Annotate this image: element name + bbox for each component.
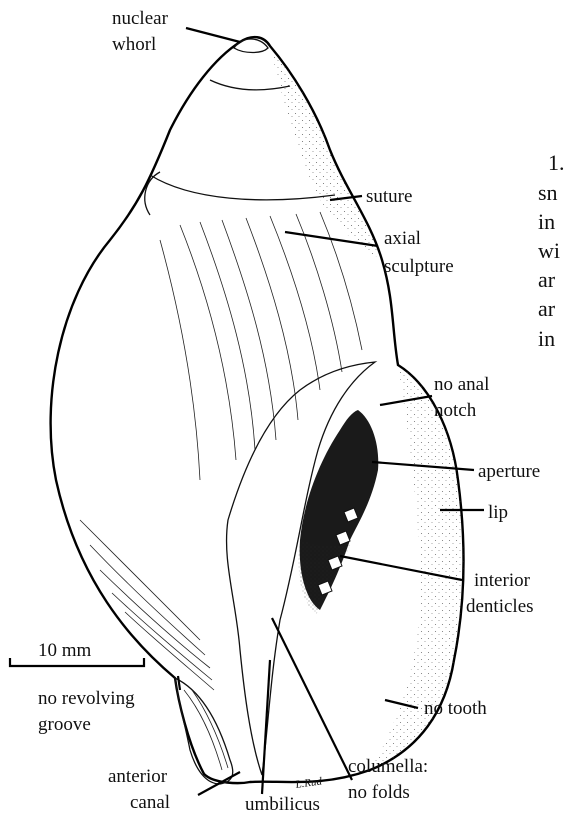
side-text-line-6: ar — [538, 296, 556, 321]
label-columella-1: columella: — [348, 756, 428, 777]
label-interior-denticles-1: interior — [474, 570, 531, 591]
label-no-anal-notch-2: notch — [434, 400, 477, 421]
shell-body — [51, 37, 464, 783]
side-text-line-3: in — [538, 209, 555, 234]
side-text-column: 1. sn in wi ar ar in — [538, 150, 565, 351]
label-suture: suture — [366, 186, 412, 207]
label-nuclear-whorl-1: nuclear — [112, 8, 169, 29]
scale-bar-label: 10 mm — [38, 640, 92, 661]
artist-signature: L.Rud — [294, 775, 323, 791]
label-umbilicus: umbilicus — [245, 794, 320, 815]
label-aperture: aperture — [478, 461, 540, 482]
side-text-line-1: 1. — [548, 150, 565, 175]
label-axial-sculpture-1: axial — [384, 228, 421, 249]
label-columella-2: no folds — [348, 782, 410, 803]
side-text-line-5: ar — [538, 267, 556, 292]
label-interior-denticles-2: denticles — [466, 596, 534, 617]
leader-nuclear-whorl — [186, 28, 240, 42]
side-text-line-2: sn — [538, 180, 558, 205]
label-lip: lip — [488, 502, 508, 523]
label-no-tooth: no tooth — [424, 698, 487, 719]
label-nuclear-whorl-2: whorl — [112, 34, 156, 55]
label-axial-sculpture-2: sculpture — [384, 256, 454, 277]
label-no-revolving-groove-2: groove — [38, 714, 91, 735]
label-no-anal-notch-1: no anal — [434, 374, 489, 395]
label-no-revolving-groove-1: no revolving — [38, 688, 135, 709]
shell-illustration — [51, 37, 464, 784]
side-text-line-4: wi — [538, 238, 560, 263]
label-anterior-canal-1: anterior — [108, 766, 168, 787]
scale-bar: 10 mm — [10, 640, 144, 666]
side-text-line-7: in — [538, 326, 555, 351]
label-anterior-canal-2: canal — [130, 792, 170, 813]
